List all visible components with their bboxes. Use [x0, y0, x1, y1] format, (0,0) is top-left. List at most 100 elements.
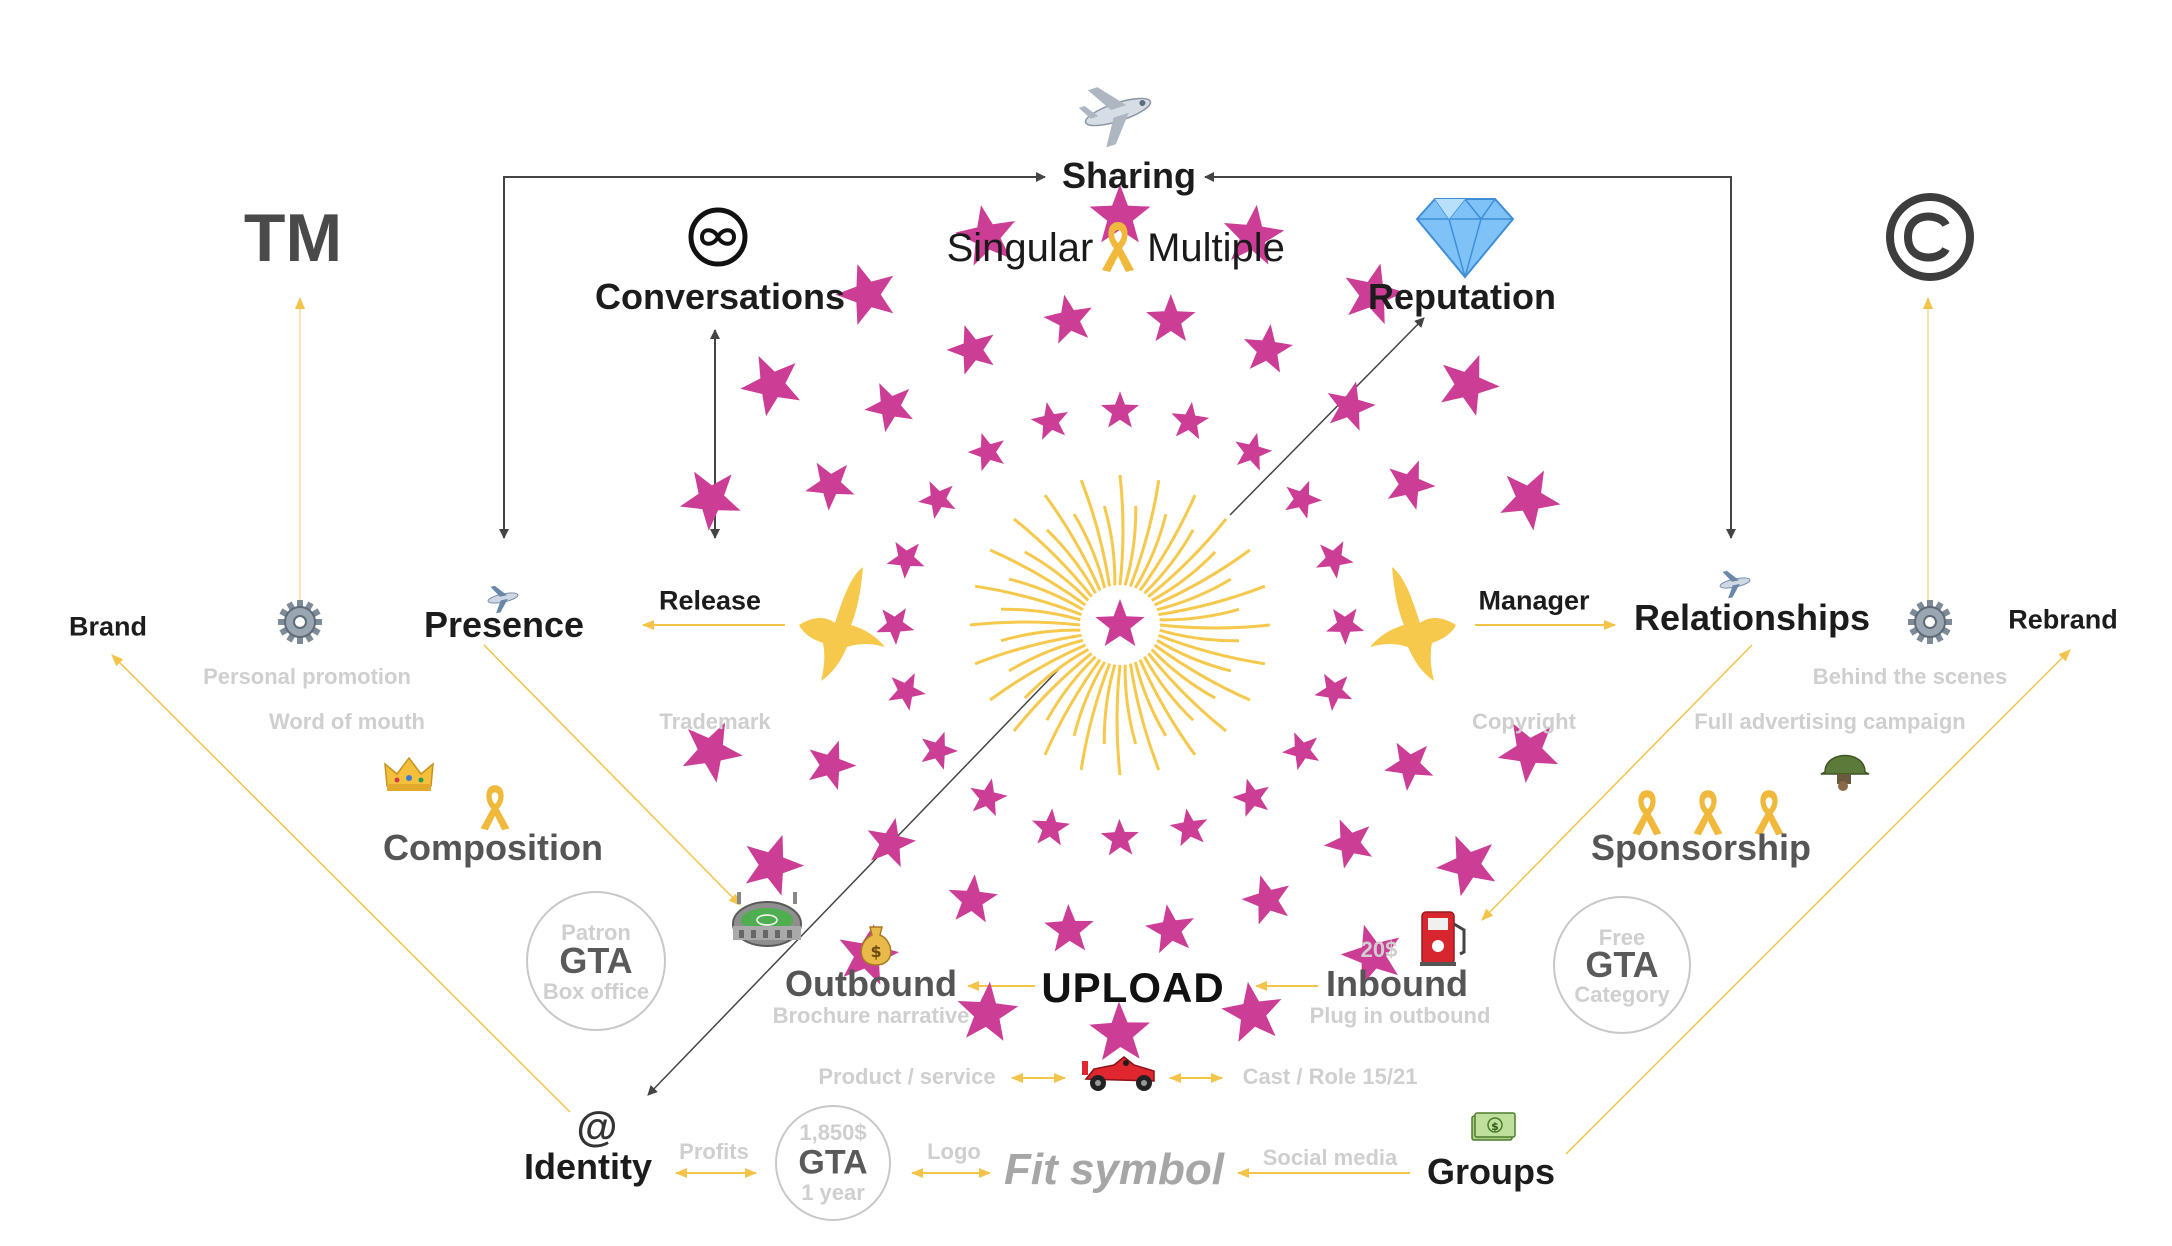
sun-ray	[1138, 494, 1197, 592]
star-icon	[967, 433, 1004, 472]
sun-ray	[989, 643, 1087, 702]
conversations-label: Conversations	[594, 276, 846, 317]
sun-ray	[1012, 517, 1093, 598]
stadium-icon	[732, 892, 802, 947]
star-icon	[1100, 818, 1139, 856]
star-icon	[1101, 391, 1139, 428]
star-icon	[970, 778, 1008, 817]
badge-bottom-text: Box office	[542, 978, 650, 1004]
ribbon-icon	[1754, 790, 1784, 836]
sun-ray	[1138, 658, 1197, 756]
star-icon	[1030, 402, 1068, 440]
svg-text:$: $	[1491, 1120, 1499, 1133]
tm-label: TM	[243, 200, 343, 276]
star-icon	[1241, 875, 1290, 925]
star-icon	[1032, 808, 1070, 846]
dove-icon	[799, 567, 885, 681]
sharing-to-relationships-arrow	[1204, 172, 1736, 539]
sun-ray	[1156, 577, 1232, 612]
sun-ray	[1153, 643, 1251, 702]
sun-ray	[1128, 663, 1161, 771]
sun-ray	[1153, 548, 1251, 607]
badge-bottom-text: 1 year	[801, 1179, 865, 1205]
badge-mid-text: GTA	[798, 1143, 868, 1182]
star-icon	[740, 355, 801, 417]
star-icon	[1089, 184, 1151, 243]
star-icon	[1436, 835, 1496, 897]
product-service-label: Product / service	[818, 1064, 996, 1089]
badge-top-text: Patron	[561, 920, 631, 946]
sun-ray	[1043, 494, 1102, 592]
star-icon	[1441, 355, 1500, 416]
star-icon	[1223, 204, 1285, 265]
star-icon	[1323, 819, 1373, 869]
copyright-icon	[1886, 193, 1974, 281]
airplane-icon	[1078, 87, 1152, 148]
star-icon	[886, 541, 925, 579]
sun-ray	[1008, 638, 1084, 673]
star-icon	[1285, 480, 1322, 519]
badge-top-text: Free	[1598, 924, 1646, 950]
full-advertising-label: Full advertising campaign	[1694, 709, 1966, 734]
gear-icon	[278, 600, 322, 644]
star-icon	[1146, 294, 1196, 342]
groups-to-rebrand-arrow	[1565, 649, 2071, 1155]
inbound-label: Inbound	[1326, 963, 1468, 1004]
star-icon	[1221, 981, 1282, 1043]
star-icon	[805, 462, 855, 511]
sun-ray	[989, 548, 1087, 607]
sharing-label: Sharing	[1061, 155, 1197, 196]
fuel-pump-icon	[1420, 911, 1466, 966]
star-icon	[1089, 1001, 1151, 1061]
gear-icon	[1908, 600, 1952, 644]
ribbon-icon	[1102, 222, 1134, 272]
sun-ray	[1156, 639, 1232, 673]
crown-icon	[384, 756, 434, 791]
sun-ray	[1158, 584, 1266, 617]
star-icon	[1044, 903, 1094, 952]
svg-text:$: $	[870, 942, 881, 961]
brochure-narrative-label: Brochure narrative	[772, 1003, 970, 1028]
sun-ray	[1102, 664, 1117, 745]
star-icon	[946, 325, 994, 375]
star-icon	[835, 264, 894, 325]
sun-icon	[969, 474, 1271, 776]
star-icon	[1500, 470, 1561, 531]
relationships-label: Relationships	[1633, 597, 1871, 638]
groups-label: Groups	[1426, 1151, 1556, 1192]
identity-label: Identity	[523, 1146, 653, 1187]
behind-the-scenes-label: Behind the scenes	[1812, 664, 2008, 689]
star-icon	[1171, 401, 1210, 440]
sun-ray	[1012, 652, 1093, 733]
star-icon	[1340, 924, 1400, 986]
sun-ray	[1072, 513, 1107, 589]
presence-label: Presence	[423, 604, 585, 645]
outbound-label: Outbound	[785, 963, 957, 1004]
badge-mid-text: GTA	[1585, 944, 1659, 985]
sun-ray	[1079, 479, 1112, 587]
racecar-icon	[1082, 1056, 1155, 1091]
sun-ray	[1147, 517, 1228, 598]
center-to-identity-arrow	[647, 667, 1061, 1096]
star-icon	[864, 383, 913, 433]
airplane-icon	[1719, 570, 1751, 599]
composition-label: Composition	[383, 827, 603, 868]
upload-label: UPLOAD	[1041, 964, 1225, 1011]
star-icon	[1327, 381, 1376, 431]
social-media-label: Social media	[1262, 1145, 1398, 1170]
multiple-label: Multiple	[1147, 226, 1285, 270]
sun-ray	[1159, 623, 1271, 630]
sun-ray	[1150, 550, 1217, 602]
rebrand-label: Rebrand	[2008, 604, 2118, 635]
logo-label: Logo	[927, 1139, 981, 1164]
sun-ray	[1150, 648, 1216, 700]
ribbon-icon	[1693, 790, 1723, 836]
center-star-icon	[1095, 599, 1145, 646]
diamond-icon	[1415, 197, 1515, 279]
reputation-label: Reputation	[1368, 276, 1556, 317]
word-of-mouth-label: Word of mouth	[269, 709, 425, 734]
sun-ray	[1115, 664, 1122, 776]
ribbon-icon	[480, 785, 510, 831]
gta-year-badge: 1,850$ GTA 1 year	[775, 1105, 891, 1221]
